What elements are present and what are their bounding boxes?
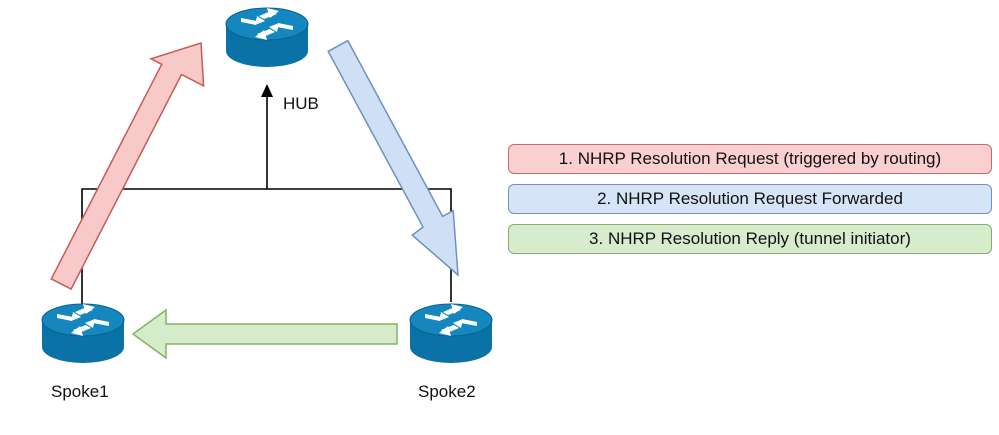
router-icon: [225, 7, 309, 68]
legend-text: 3. NHRP Resolution Reply (tunnel initiat…: [589, 229, 911, 248]
legend-text: 1. NHRP Resolution Request (triggered by…: [558, 149, 942, 168]
router-icon: [41, 303, 125, 364]
legend-item-resolution-reply: 3. NHRP Resolution Reply (tunnel initiat…: [508, 224, 992, 254]
arrow-request-forwarded: [327, 39, 459, 277]
spoke1-label: Spoke1: [51, 382, 109, 401]
legend-item-resolution-request: 1. NHRP Resolution Request (triggered by…: [508, 144, 992, 174]
legend-text: 2. NHRP Resolution Request Forwarded: [597, 189, 903, 208]
router-icon: [409, 303, 493, 364]
legend-item-request-forwarded: 2. NHRP Resolution Request Forwarded: [508, 184, 992, 214]
arrow-resolution-reply: [131, 308, 398, 360]
hub-label: HUB: [283, 94, 319, 113]
spoke2-label: Spoke2: [418, 382, 476, 401]
arrow-resolution-request: [50, 41, 205, 291]
